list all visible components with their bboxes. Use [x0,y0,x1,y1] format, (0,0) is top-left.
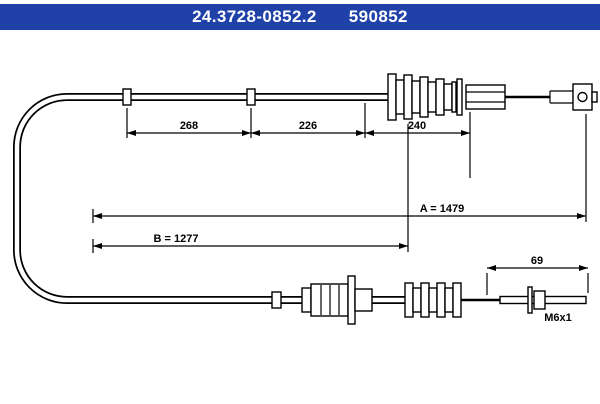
dim-label-a: A = 1479 [420,203,465,215]
dim-label-226: 226 [299,120,317,132]
bottom-adjuster [301,275,373,325]
nut [533,290,546,310]
top-bellows-boot [387,73,453,121]
cable-stop-ferrules [122,88,256,106]
bottom-bellows-boot [404,282,462,318]
reference-number: 590852 [348,7,408,26]
dim-label-69: 69 [531,255,543,267]
dim-label-240: 240 [408,120,426,132]
washer [527,286,533,314]
dimension-chain-top: 268 226 240 [126,103,471,178]
clevis-pin-hole [577,91,588,103]
dim-label-268: 268 [180,120,198,132]
bottom-cable-stop [271,291,282,309]
cable-outline [13,93,405,304]
dimension-69: 69 [486,255,589,295]
dim-label-b: B = 1277 [154,233,199,245]
threaded-end [461,286,587,314]
part-number: 24.3728-0852.2 [192,7,317,26]
adjuster-sleeve [451,78,506,116]
thread-spec-label: M6x1 [544,312,572,324]
header-bar: 24.3728-0852.2 590852 [0,4,600,30]
dimension-b: B = 1277 [92,124,409,253]
cable-diagram: 268 226 240 A = 1479 B = 1277 69 M6x1 [13,73,598,325]
dimension-a: A = 1479 [92,114,587,223]
clevis-end [505,83,598,111]
